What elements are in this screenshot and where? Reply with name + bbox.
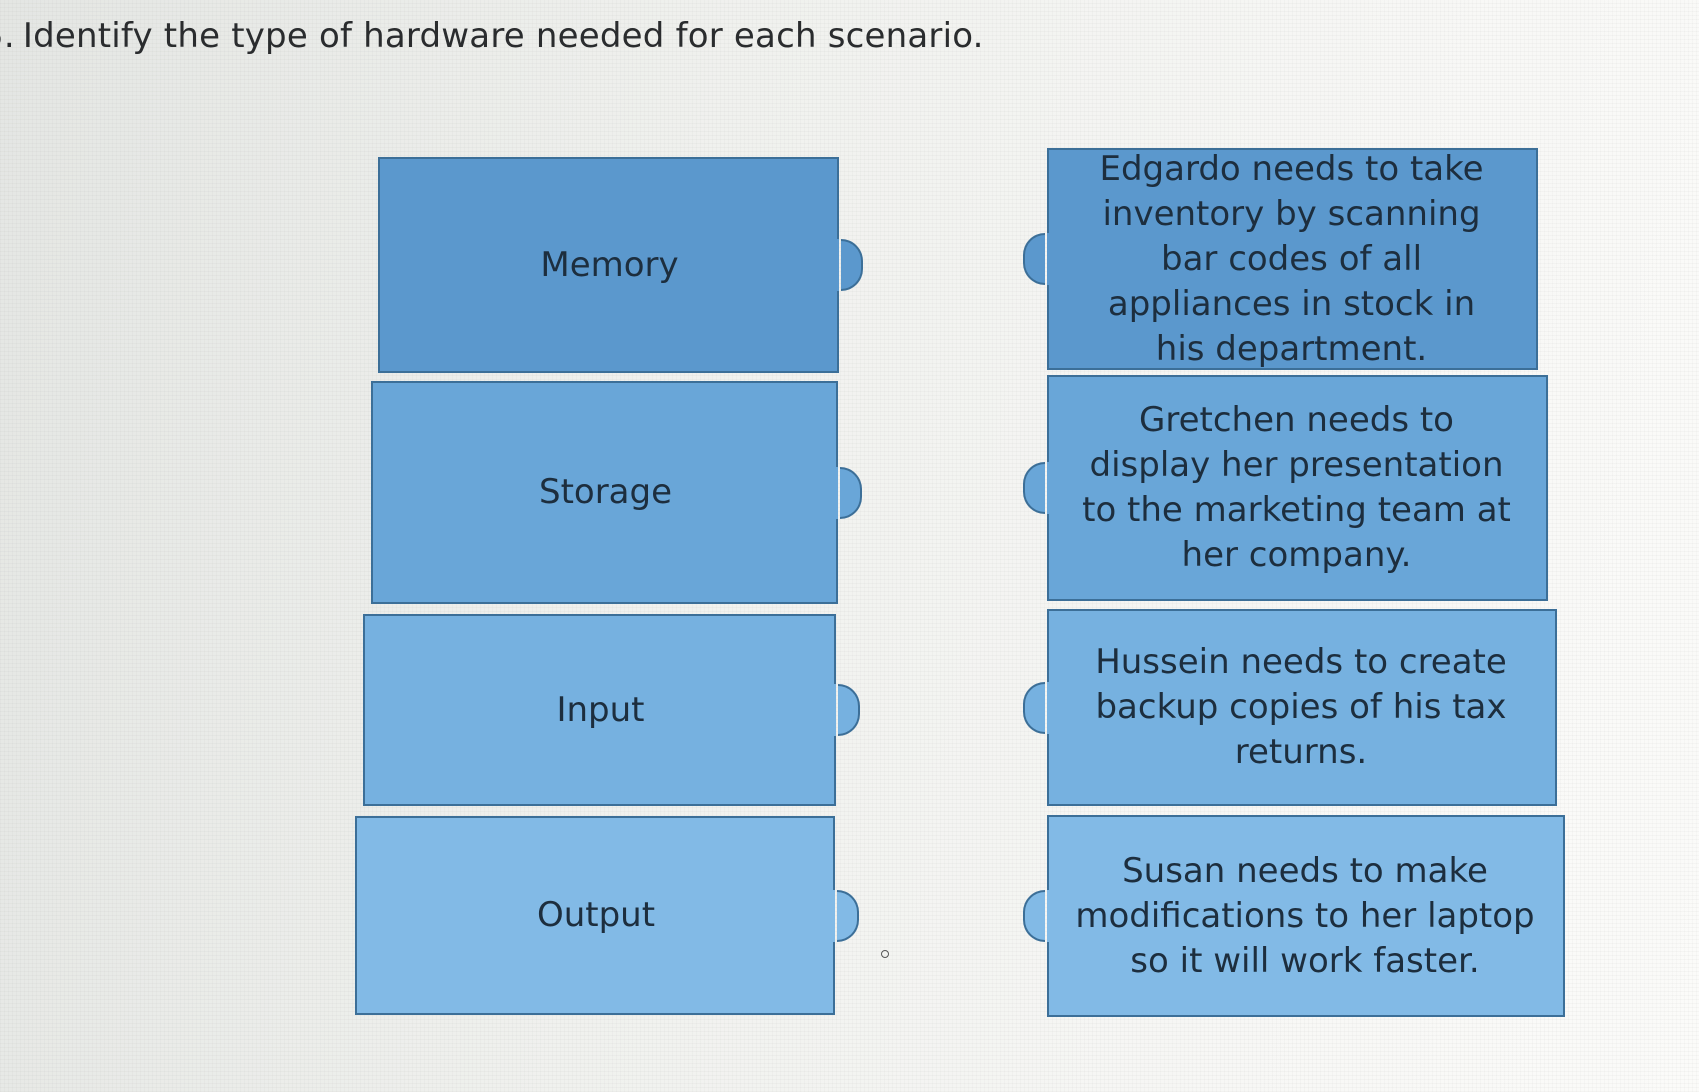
connector-tab xyxy=(1023,890,1045,942)
mouse-cursor-dot xyxy=(881,950,889,958)
connector-tab xyxy=(838,684,860,736)
scenario-tile-hussein[interactable]: Hussein needs to create backup copies of… xyxy=(1023,609,1557,806)
scenario-text: Edgardo needs to take inventory by scann… xyxy=(1099,148,1484,369)
question-prompt: 5.Identify the type of hardware needed f… xyxy=(0,16,984,56)
question-number: 5. xyxy=(0,16,15,56)
hardware-tile-input[interactable]: Input xyxy=(363,614,860,806)
connector-tab xyxy=(1023,681,1045,734)
scenario-text: Gretchen needs to display her presentati… xyxy=(1082,400,1511,575)
hardware-tile-storage[interactable]: Storage xyxy=(371,381,862,604)
scenario-tile-edgardo[interactable]: Edgardo needs to take inventory by scann… xyxy=(1023,148,1538,370)
connector-tab xyxy=(837,889,859,942)
scenario-tile-susan[interactable]: Susan needs to make modifications to her… xyxy=(1023,815,1565,1017)
hardware-tile-label: Memory xyxy=(540,244,679,285)
hardware-tile-label: Input xyxy=(556,689,645,730)
scenario-text: Hussein needs to create backup copies of… xyxy=(1095,642,1507,772)
connector-tab xyxy=(1023,233,1045,285)
connector-tab xyxy=(1023,462,1045,514)
connector-tab xyxy=(840,466,862,519)
question-text: Identify the type of hardware needed for… xyxy=(22,16,984,56)
connector-tab xyxy=(841,239,863,291)
hardware-tile-label: Storage xyxy=(538,472,673,512)
hardware-tile-output[interactable]: Output xyxy=(355,816,859,1015)
scenario-tile-gretchen[interactable]: Gretchen needs to display her presentati… xyxy=(1023,375,1548,601)
hardware-tile-memory[interactable]: Memory xyxy=(378,157,863,373)
scenario-text: Susan needs to make modifications to her… xyxy=(1075,850,1535,981)
hardware-tile-label: Output xyxy=(536,895,656,935)
